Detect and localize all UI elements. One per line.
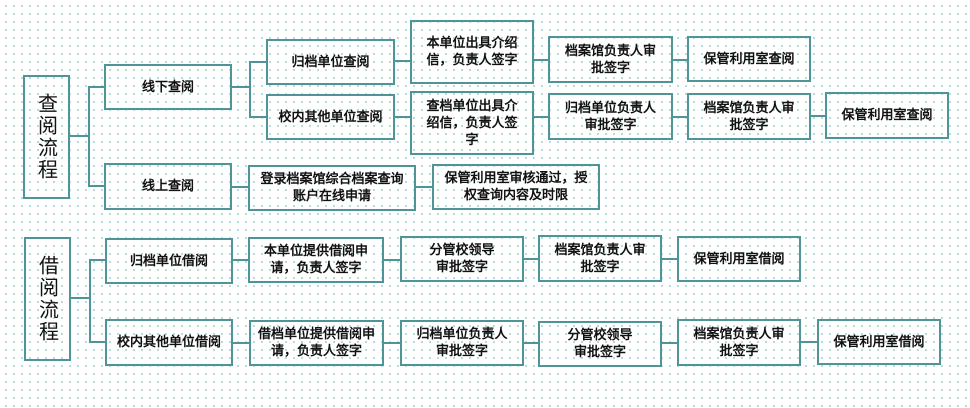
connector xyxy=(233,342,249,344)
connector xyxy=(249,61,251,117)
step-label: 保管利用室查阅 xyxy=(703,51,795,67)
connector xyxy=(524,342,538,344)
connector xyxy=(70,135,89,137)
step-label: 登录档案馆综合档案查询账户在线申请 xyxy=(260,172,404,204)
step-node: 档案馆负责人审批签字 xyxy=(687,93,811,140)
step-node: 保管利用室借阅 xyxy=(817,319,941,365)
connector xyxy=(416,186,432,188)
connector xyxy=(811,115,825,117)
node-label: 校内其他单位查阅 xyxy=(278,109,383,125)
step-node: 归档单位负责人审批签字 xyxy=(400,320,524,366)
other-unit-query-node: 校内其他单位查阅 xyxy=(266,94,395,140)
connector xyxy=(395,116,410,118)
step-node: 查档单位出具介绍信，负责人签字 xyxy=(410,91,534,155)
node-label: 线上查阅 xyxy=(141,179,194,194)
node-label: 归档单位查阅 xyxy=(291,54,370,70)
step-node: 保管利用室查阅 xyxy=(687,36,811,82)
step-node: 保管利用室借阅 xyxy=(677,236,801,282)
connector xyxy=(673,59,687,61)
node-label: 线下查阅 xyxy=(141,79,194,95)
step-label: 分管校领导审批签字 xyxy=(429,243,495,275)
connector xyxy=(534,59,548,61)
step-node: 档案馆负责人审批签字 xyxy=(677,319,801,366)
step-node: 保管利用室查阅 xyxy=(825,92,949,139)
connector xyxy=(249,116,266,118)
connector xyxy=(801,341,817,343)
connector xyxy=(534,116,548,118)
node-label: 校内其他单位借阅 xyxy=(116,335,221,350)
step-label: 保管利用室查阅 xyxy=(841,108,933,123)
step-node: 归档单位负责人审批签字 xyxy=(548,93,673,140)
query-process-root: 查阅流程 xyxy=(23,75,70,199)
archive-unit-query-node: 归档单位查阅 xyxy=(266,39,395,85)
connector xyxy=(232,186,248,188)
step-node: 本单位出具介绍信，负责人签字 xyxy=(410,20,534,84)
offline-query-node: 线下查阅 xyxy=(104,64,232,110)
connector xyxy=(71,297,90,299)
step-label: 归档单位负责人审批签字 xyxy=(564,100,656,133)
online-query-node: 线上查阅 xyxy=(104,163,232,210)
connector xyxy=(673,116,687,118)
step-label: 保管利用室借阅 xyxy=(833,334,925,350)
step-node: 档案馆负责人审批签字 xyxy=(538,235,662,282)
step-node: 本单位提供借阅申请，负责人签字 xyxy=(248,237,384,283)
step-node: 保管利用室审核通过，授权查询内容及时限 xyxy=(432,164,600,210)
node-label: 归档单位借阅 xyxy=(129,253,208,269)
connector xyxy=(395,60,410,62)
archive-unit-borrow-node: 归档单位借阅 xyxy=(105,238,233,284)
step-label: 借档单位提供借阅申请，负责人签字 xyxy=(257,327,375,359)
step-node: 分管校领导审批签字 xyxy=(400,236,524,282)
borrow-process-root: 借阅流程 xyxy=(24,237,71,361)
connector xyxy=(524,258,538,260)
connector xyxy=(662,342,677,344)
connector xyxy=(233,259,248,261)
connector xyxy=(89,259,105,261)
step-label: 本单位提供借阅申请，负责人签字 xyxy=(263,244,368,276)
step-label: 保管利用室审核通过，授权查询内容及时限 xyxy=(444,171,588,203)
connector xyxy=(384,259,400,261)
connector xyxy=(249,61,266,63)
step-label: 查档单位出具介绍信，负责人签字 xyxy=(426,98,518,148)
connector xyxy=(89,341,105,343)
step-label: 档案馆负责人审批签字 xyxy=(693,326,785,359)
step-label: 本单位出具介绍信，负责人签字 xyxy=(426,36,518,68)
step-node: 分管校领导审批签字 xyxy=(538,321,662,367)
step-label: 分管校领导审批签字 xyxy=(567,328,633,360)
step-label: 档案馆负责人审批签字 xyxy=(703,100,795,133)
connector xyxy=(88,185,105,187)
connector xyxy=(384,342,400,344)
step-label: 档案馆负责人审批签字 xyxy=(564,43,656,76)
connector xyxy=(662,258,677,260)
step-node: 登录档案馆综合档案查询账户在线申请 xyxy=(248,165,416,211)
step-label: 归档单位负责人审批签字 xyxy=(416,327,508,359)
connector xyxy=(88,86,105,88)
connector xyxy=(89,259,91,343)
step-label: 保管利用室借阅 xyxy=(693,251,785,267)
other-unit-borrow-node: 校内其他单位借阅 xyxy=(105,319,233,366)
step-node: 档案馆负责人审批签字 xyxy=(548,36,673,83)
step-node: 借档单位提供借阅申请，负责人签字 xyxy=(249,320,384,366)
connector xyxy=(88,86,90,187)
step-label: 档案馆负责人审批签字 xyxy=(554,242,646,275)
connector xyxy=(232,86,250,88)
